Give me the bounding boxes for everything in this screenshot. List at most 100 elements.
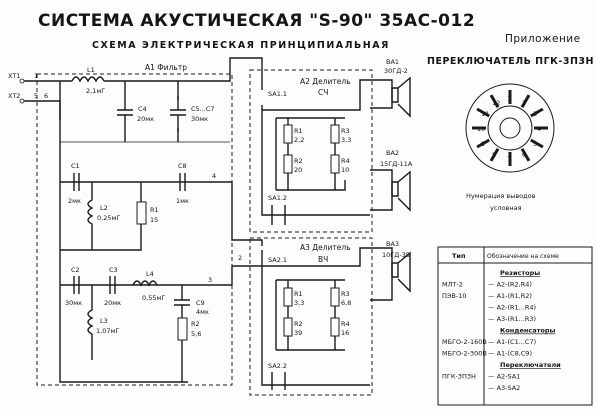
l1-ref: L1 bbox=[87, 66, 95, 74]
ba1-ref: BA1 bbox=[386, 58, 399, 66]
node-2: 2 bbox=[238, 254, 242, 262]
ba1-speaker-icon bbox=[391, 76, 411, 118]
switch-title: ПЕРЕКЛЮЧАТЕЛЬ ПГК-3П3Н bbox=[427, 56, 594, 67]
a2-wires bbox=[275, 117, 346, 191]
switch-pin-number: 8 bbox=[492, 151, 496, 159]
l1-value: 2,1мГ bbox=[86, 87, 105, 95]
l1-coil bbox=[71, 76, 105, 83]
switch-pin bbox=[476, 138, 490, 149]
r2-value: 5,6 bbox=[191, 330, 201, 338]
a2-r1-ref: R1 bbox=[294, 127, 303, 135]
l3-coil bbox=[87, 285, 94, 360]
a3-r1-ref: R1 bbox=[294, 290, 303, 298]
top-bus bbox=[104, 57, 263, 90]
ba2-speaker-icon bbox=[391, 170, 411, 212]
c4-value: 20мк bbox=[137, 115, 154, 123]
node-4: 4 bbox=[212, 172, 216, 180]
r1-wire bbox=[60, 182, 142, 251]
c3-value: 20мк bbox=[104, 299, 121, 307]
a2-r1 bbox=[283, 124, 293, 144]
table-cell-designation: — А1-(С8,С9) bbox=[488, 350, 532, 358]
c2-value: 30мк bbox=[65, 299, 82, 307]
table-cell-designation: Конденсаторы bbox=[500, 327, 556, 335]
a3-r2-value: 39 bbox=[294, 329, 302, 337]
xt2-label: XT2 bbox=[8, 92, 20, 100]
node-5: 5 bbox=[34, 92, 38, 100]
a3-r4-ref: R4 bbox=[341, 320, 350, 328]
c4-capacitor bbox=[117, 81, 133, 142]
appendix-label: Приложение bbox=[505, 33, 581, 45]
a3-r1-value: 3,3 bbox=[294, 299, 304, 307]
switch-note-1: Нумерация выводов bbox=[466, 192, 536, 200]
c8-capacitor bbox=[179, 173, 186, 191]
table-header-desig: Обозначение на схеме bbox=[487, 253, 559, 260]
c5-ref: C5...C7 bbox=[191, 105, 215, 113]
table-cell-designation: — А2-(R1...R4) bbox=[488, 304, 536, 312]
l4-ref: L4 bbox=[146, 270, 154, 278]
switch-pin-number: 12 bbox=[492, 99, 500, 107]
c1-capacitor bbox=[73, 173, 80, 191]
switch-pin-number: 6 bbox=[522, 151, 526, 159]
c1-value: 2мк bbox=[68, 197, 81, 205]
table-cell-type: МЛТ-2 bbox=[442, 281, 463, 289]
switch-pin bbox=[530, 107, 544, 118]
a2-left-rail bbox=[261, 105, 370, 216]
a2-label-2: СЧ bbox=[318, 88, 328, 97]
node-1: 1 bbox=[34, 72, 38, 80]
switch-pin bbox=[476, 107, 490, 118]
a2-r2 bbox=[283, 154, 293, 174]
node-6: 6 bbox=[44, 92, 48, 100]
a2-r4 bbox=[330, 154, 340, 174]
a2-r4-ref: R4 bbox=[341, 157, 350, 165]
switch-pin-number: 10 bbox=[477, 125, 485, 133]
ba2-ref: BA2 bbox=[386, 149, 399, 157]
subtitle: СХЕМА ЭЛЕКТРИЧЕСКАЯ ПРИНЦИПИАЛЬНАЯ bbox=[92, 40, 390, 51]
table-cell-designation: — А2-(R2,R4) bbox=[488, 281, 532, 289]
l4-value: 0,55мГ bbox=[142, 294, 165, 302]
a2-label-1: А2 Делитель bbox=[300, 77, 351, 86]
c5-value: 30мк bbox=[191, 115, 208, 123]
table-cell-designation: — А2-SA1 bbox=[488, 373, 520, 381]
switch-pin bbox=[520, 94, 531, 108]
table-cell-designation: — А3-(R1...R3) bbox=[488, 315, 536, 323]
ba1-wires bbox=[370, 79, 393, 109]
a3-r3 bbox=[330, 287, 340, 307]
c9-ref: C9 bbox=[196, 299, 205, 307]
xt1-label: XT1 bbox=[8, 72, 20, 80]
l2-value: 0,25мГ bbox=[97, 214, 120, 222]
a2-r2-value: 20 bbox=[294, 166, 302, 174]
sa22-label: SA2.2 bbox=[268, 362, 287, 370]
table-header-type: Тип bbox=[452, 252, 465, 260]
c8-ref: C8 bbox=[178, 162, 187, 170]
ground-wire bbox=[24, 100, 61, 120]
sa21-label: SA2.1 bbox=[268, 256, 287, 264]
to-a3-lower bbox=[231, 265, 262, 285]
left-rail-lower bbox=[59, 170, 188, 383]
ba2-model: 15ГД-11А bbox=[380, 160, 413, 168]
a3-r1 bbox=[283, 287, 293, 307]
c9-capacitor bbox=[174, 285, 190, 318]
to-a3-wire bbox=[231, 182, 263, 246]
main-title: СИСТЕМА АКУСТИЧЕСКАЯ "S-90" 35АС-012 bbox=[38, 11, 475, 31]
ba3-model: 10ГД-35 bbox=[382, 251, 410, 259]
ba3-ref: BA3 bbox=[386, 240, 399, 248]
c5-c7-capacitor bbox=[170, 81, 186, 142]
a3-r2 bbox=[283, 317, 293, 337]
switch-pin bbox=[489, 148, 500, 162]
a3-label-1: А3 Делитель bbox=[300, 243, 351, 252]
switch-pin-number: 9 bbox=[481, 140, 485, 148]
switch-pin-number: 5 bbox=[533, 140, 537, 148]
ba1-model: 30ГД-2 bbox=[384, 67, 408, 75]
a2-r1-value: 2,2 bbox=[294, 136, 304, 144]
c9-value: 4мк bbox=[196, 308, 209, 316]
table-cell-designation: Резисторы bbox=[500, 269, 540, 277]
switch-pin-number: 11 bbox=[481, 110, 489, 118]
table-cell-type: МБГО-2-300В bbox=[442, 350, 487, 358]
a3-r4 bbox=[330, 317, 340, 337]
a3-r3-ref: R3 bbox=[341, 290, 350, 298]
a2-r3-ref: R3 bbox=[341, 127, 350, 135]
l2-coil bbox=[87, 182, 94, 250]
a2-r3 bbox=[330, 124, 340, 144]
